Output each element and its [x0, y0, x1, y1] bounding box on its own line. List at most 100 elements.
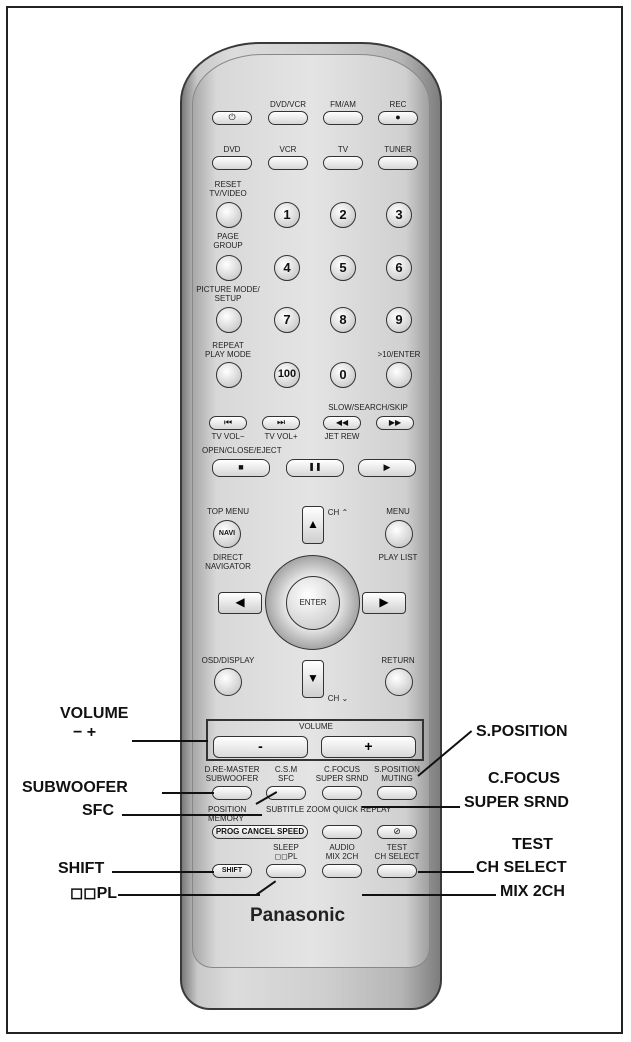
fm-am-button[interactable] — [323, 111, 363, 125]
leader-subwoofer — [162, 792, 214, 794]
number-0-button[interactable]: 0 — [330, 362, 356, 388]
picture-mode-label: PICTURE MODE/ — [196, 285, 260, 294]
number-3-button[interactable]: 3 — [386, 202, 412, 228]
volume-up-button[interactable]: + — [321, 736, 416, 758]
d-remaster-label: D.RE-MASTER — [204, 765, 260, 774]
callout-super-srnd: SUPER SRND — [464, 794, 569, 811]
number-6-button[interactable]: 6 — [386, 255, 412, 281]
number-9-button[interactable]: 9 — [386, 307, 412, 333]
osd-display-label: OSD/DISPLAY — [201, 656, 255, 665]
page-group-button[interactable] — [216, 255, 242, 281]
fast-forward-button[interactable]: ▶▶ — [376, 416, 414, 430]
audio-label: AUDIO — [329, 843, 355, 852]
pause-button[interactable]: ❚❚ — [286, 459, 344, 477]
quick-replay-button[interactable]: ⊘ — [377, 825, 417, 839]
fm-am-label: FM/AM — [330, 100, 356, 109]
leader-shift — [112, 871, 214, 873]
skip-next-button[interactable]: ⏭ — [262, 416, 300, 430]
right-arrow-button[interactable]: ▶ — [362, 592, 406, 614]
play-button[interactable]: ▶ — [358, 459, 416, 477]
repeat-label: REPEAT — [212, 341, 244, 350]
picture-mode-setup-button[interactable] — [216, 307, 242, 333]
leader-ch-select — [418, 871, 474, 873]
leader-dpl — [118, 894, 260, 896]
reset-tv-video-button[interactable] — [216, 202, 242, 228]
rec-button[interactable]: ● — [378, 111, 418, 125]
subtitle-zoom-button[interactable] — [322, 825, 362, 839]
power-button[interactable]: ⏻ — [212, 111, 252, 125]
enter-10-label: >10/ENTER — [377, 350, 421, 359]
number-100-button[interactable]: 100 — [274, 362, 300, 388]
sleep-label: SLEEP — [273, 843, 299, 852]
return-label: RETURN — [381, 656, 415, 665]
volume-label: VOLUME — [299, 722, 333, 731]
tv-vol-plus-label: TV VOL+ — [264, 432, 298, 441]
brand-logo: Panasonic — [250, 905, 346, 926]
dvd-vcr-button[interactable] — [268, 111, 308, 125]
return-button[interactable] — [385, 668, 413, 696]
number-4-button[interactable]: 4 — [274, 255, 300, 281]
skip-prev-button[interactable]: ⏮ — [209, 416, 247, 430]
repeat-play-mode-button[interactable] — [216, 362, 242, 388]
c-focus-label: C.FOCUS — [324, 765, 360, 774]
sleep-dpl-button[interactable] — [266, 864, 306, 878]
vcr-button[interactable] — [268, 156, 308, 170]
prog-cancel-speed-button[interactable]: PROG CANCEL SPEED — [212, 825, 308, 839]
enter-button[interactable]: ENTER — [286, 576, 340, 630]
number-5-button[interactable]: 5 — [330, 255, 356, 281]
super-srnd-label: SUPER SRND — [315, 774, 369, 783]
tv-button[interactable] — [323, 156, 363, 170]
number-7-button[interactable]: 7 — [274, 307, 300, 333]
left-arrow-button[interactable]: ◀ — [218, 592, 262, 614]
super-srnd-button[interactable] — [322, 786, 362, 800]
navi-button[interactable]: NAVI — [213, 520, 241, 548]
rewind-button[interactable]: ◀◀ — [323, 416, 361, 430]
volume-down-button[interactable]: - — [213, 736, 308, 758]
callout-test: TEST — [512, 836, 553, 853]
callout-ch-select: CH SELECT — [476, 859, 567, 876]
menu-play-list-button[interactable] — [385, 520, 413, 548]
subwoofer-label: SUBWOOFER — [205, 774, 259, 783]
sfc-button[interactable] — [266, 786, 306, 800]
mix-2ch-label: MIX 2CH — [325, 852, 359, 861]
menu-label: MENU — [386, 507, 410, 516]
page-label: PAGE — [217, 232, 239, 241]
tuner-button[interactable] — [378, 156, 418, 170]
muting-label: MUTING — [381, 774, 413, 783]
record-dot-icon: ● — [395, 112, 401, 122]
tv-vol-minus-label: TV VOL− — [211, 432, 245, 441]
enter-10-button[interactable] — [386, 362, 412, 388]
shift-button[interactable]: SHIFT — [212, 864, 252, 878]
number-2-button[interactable]: 2 — [330, 202, 356, 228]
callout-dpl: ◻◻PL — [70, 885, 118, 902]
stop-button[interactable]: ■ — [212, 459, 270, 477]
replay-icon: ⊘ — [393, 826, 401, 836]
reset-label: RESET — [214, 180, 242, 189]
dvd-vcr-label: DVD/VCR — [269, 100, 307, 109]
direct-navigator-label: DIRECT — [213, 553, 243, 562]
up-arrow-button[interactable]: ▲ — [302, 506, 324, 544]
subtitle-zoom-quick-replay-label: SUBTITLE ZOOM QUICK REPLAY — [266, 805, 392, 814]
top-menu-label: TOP MENU — [207, 507, 249, 516]
sfc-label: SFC — [278, 774, 294, 783]
slow-search-skip-label: SLOW/SEARCH/SKIP — [328, 403, 408, 412]
down-arrow-button[interactable]: ▼ — [302, 660, 324, 698]
dpl-label: ◻◻PL — [274, 852, 298, 861]
memory-label: MEMORY — [208, 814, 244, 823]
vcr-label: VCR — [279, 145, 297, 154]
tv-video-label: TV/VIDEO — [209, 189, 247, 198]
test-ch-select-button[interactable] — [377, 864, 417, 878]
callout-mix-2ch: MIX 2CH — [500, 883, 565, 900]
muting-button[interactable] — [377, 786, 417, 800]
leader-mix-2ch — [362, 894, 496, 896]
ch-select-label: CH SELECT — [374, 852, 420, 861]
osd-display-button[interactable] — [214, 668, 242, 696]
number-8-button[interactable]: 8 — [330, 307, 356, 333]
subwoofer-button[interactable] — [212, 786, 252, 800]
open-close-eject-label: OPEN/CLOSE/EJECT — [202, 446, 282, 455]
audio-mix-2ch-button[interactable] — [322, 864, 362, 878]
tv-label: TV — [337, 145, 349, 154]
position-label: POSITION — [208, 805, 247, 814]
dvd-button[interactable] — [212, 156, 252, 170]
number-1-button[interactable]: 1 — [274, 202, 300, 228]
